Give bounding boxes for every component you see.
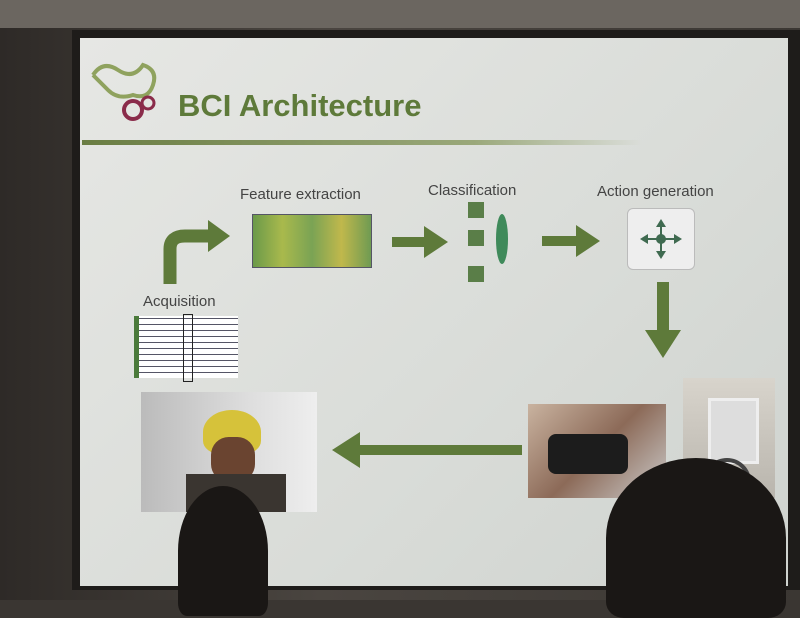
acquisition-label: Acquisition [143,293,216,310]
feature-extraction-label: Feature extraction [240,186,361,203]
logo-icon [91,62,157,121]
audience-head [178,486,268,616]
eeg-window [183,314,193,382]
arrow-down-icon [645,282,681,358]
action-generation-label: Action generation [597,183,714,200]
arrow-right-icon [542,225,600,257]
arrow-right-icon [392,226,448,258]
direction-control-icon [627,208,695,270]
eeg-marker [134,316,139,378]
classifier-output [496,214,508,264]
spectrogram-image [252,214,372,268]
classifier-node [468,202,484,218]
classifier-node [468,230,484,246]
title-divider [82,140,642,145]
classifier-node [468,266,484,282]
audience-head [606,458,786,618]
arrow-left-icon [332,432,522,468]
curved-arrow-icon [163,220,230,284]
classification-label: Classification [428,182,517,199]
eeg-signal-image [134,316,238,378]
slide-title: BCI Architecture [178,88,422,123]
ceiling [0,0,800,28]
